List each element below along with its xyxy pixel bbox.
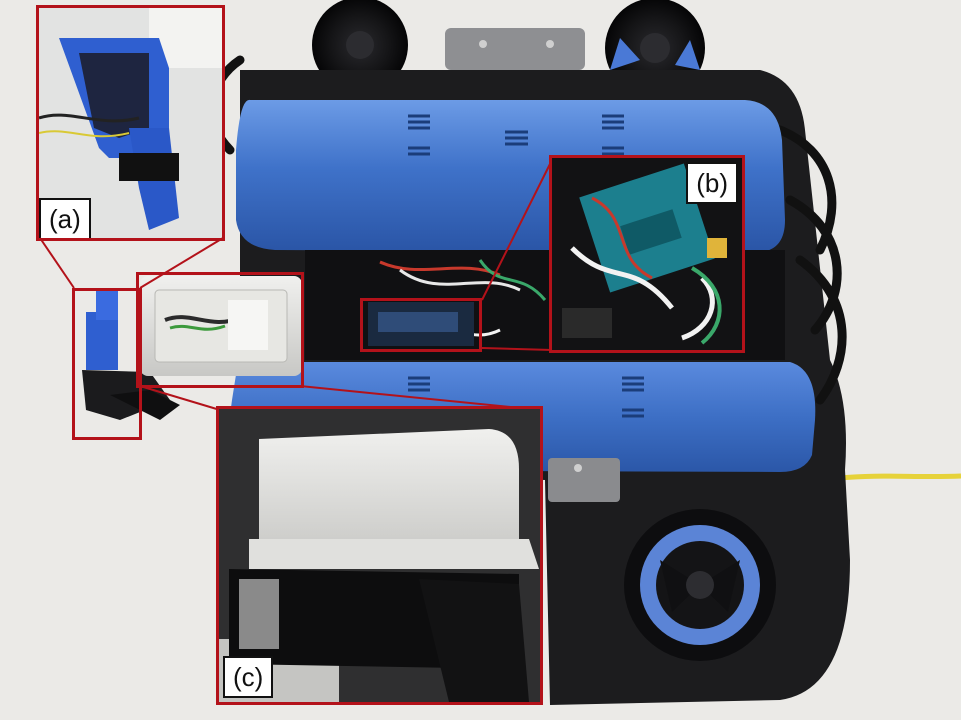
- right-bracket: [548, 458, 620, 502]
- zoom-box-c: (c): [216, 406, 543, 705]
- yellow-tether: [839, 473, 961, 481]
- zoom-a-photo: [39, 8, 222, 238]
- label-c: (c): [223, 656, 274, 698]
- zoom-box-b: (b): [549, 155, 745, 353]
- zoom-box-a: (a): [36, 5, 225, 241]
- top-bracket: [445, 28, 585, 70]
- top-hull-vents: [408, 114, 624, 156]
- label-a: (a): [39, 198, 91, 238]
- zoom-c-photo: [219, 409, 540, 702]
- marker-box-enclosure: [136, 272, 304, 388]
- label-b: (b): [686, 162, 738, 204]
- marker-box-electronics: [360, 298, 482, 352]
- marker-box-gripper: [72, 288, 142, 440]
- grey-enclosure: [140, 276, 302, 376]
- bottom-thruster: [624, 509, 776, 661]
